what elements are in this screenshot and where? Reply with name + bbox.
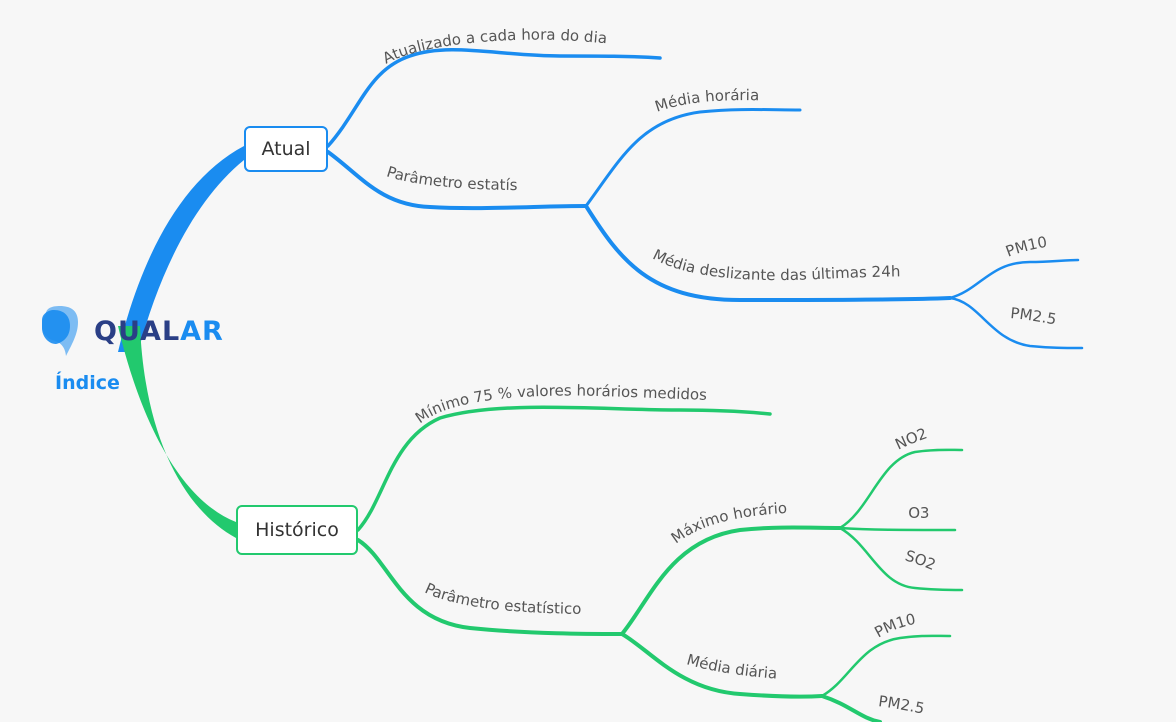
logo-part1: QUAL bbox=[94, 316, 181, 347]
index-label: Índice bbox=[55, 372, 120, 394]
label-param-hist: Parâmetro estatístico bbox=[422, 579, 581, 618]
label-minimum: Mínimo 75 % valores horários medidos bbox=[412, 382, 708, 427]
svg-text:Média deslizante das últimas 2: Média deslizante das últimas 24h bbox=[650, 246, 901, 285]
svg-text:NO2: NO2 bbox=[892, 424, 929, 453]
svg-text:PM2.5: PM2.5 bbox=[1010, 304, 1058, 329]
label-o3: O3 bbox=[908, 504, 929, 522]
branch-param-hist bbox=[356, 538, 624, 636]
speech-bubble-icon bbox=[42, 306, 78, 356]
svg-text:SO2: SO2 bbox=[903, 547, 938, 575]
branch-pm25-atual bbox=[948, 296, 1084, 350]
label-pm25-atual: PM2.5 bbox=[1010, 304, 1058, 329]
label-pm25-hist: PM2.5 bbox=[877, 692, 926, 718]
trunk-historico bbox=[118, 326, 236, 538]
svg-text:Parâmetro estatístico: Parâmetro estatístico bbox=[422, 579, 581, 618]
branch-pm10-atual bbox=[948, 258, 1080, 300]
branch-updated bbox=[326, 48, 662, 148]
svg-text:Máximo horário: Máximo horário bbox=[668, 499, 788, 547]
svg-text:Mínimo 75 % valores horários m: Mínimo 75 % valores horários medidos bbox=[412, 382, 708, 427]
branch-maxh bbox=[620, 525, 842, 636]
logo-part2: AR bbox=[180, 316, 224, 347]
branch-pm10-hist bbox=[820, 634, 952, 698]
trunk-atual bbox=[118, 146, 244, 352]
label-max-hourly: Máximo horário bbox=[668, 499, 788, 547]
branch-hourly bbox=[584, 108, 802, 208]
svg-text:PM2.5: PM2.5 bbox=[877, 692, 926, 718]
label-daily-mean: Média diária bbox=[685, 651, 778, 683]
logo-wordmark: QUALAR bbox=[94, 316, 224, 347]
label-no2: NO2 bbox=[892, 424, 929, 453]
branch-so2 bbox=[838, 526, 964, 592]
svg-text:Atualizado a cada hora do dia: Atualizado a cada hora do dia bbox=[380, 26, 608, 68]
branch-moving bbox=[584, 204, 952, 303]
label-pm10-atual: PM10 bbox=[1003, 233, 1048, 261]
branch-daily bbox=[620, 632, 824, 699]
svg-text:PM10: PM10 bbox=[1003, 233, 1048, 261]
node-historico[interactable]: Histórico bbox=[236, 505, 358, 555]
label-so2: SO2 bbox=[903, 547, 938, 575]
qualar-logo: QUALAR bbox=[38, 304, 248, 364]
label-moving-avg: Média deslizante das últimas 24h bbox=[650, 246, 901, 285]
label-updated: Atualizado a cada hora do dia bbox=[380, 26, 608, 68]
branch-minimum bbox=[356, 405, 772, 532]
svg-text:Média diária: Média diária bbox=[685, 651, 778, 683]
branch-pm25-hist bbox=[820, 694, 882, 722]
node-atual[interactable]: Atual bbox=[244, 126, 328, 172]
branch-no2 bbox=[838, 448, 964, 530]
node-atual-label: Atual bbox=[261, 138, 311, 160]
svg-text:O3: O3 bbox=[908, 504, 929, 522]
node-historico-label: Histórico bbox=[255, 519, 339, 541]
branch-o3 bbox=[838, 526, 957, 532]
branch-param-atual bbox=[326, 150, 588, 211]
